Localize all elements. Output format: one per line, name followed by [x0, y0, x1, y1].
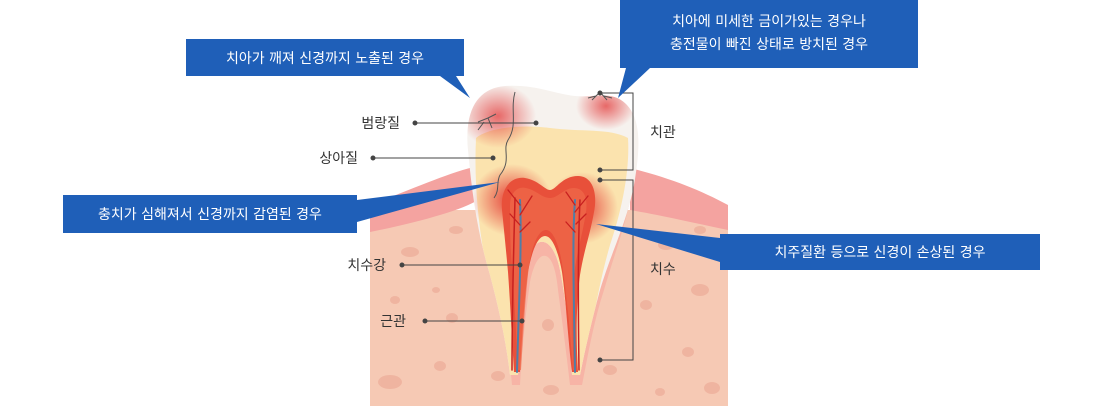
nerves: [507, 189, 589, 373]
callout-fine-crack-text-1: 치아에 미세한 금이가있는 경우나: [672, 14, 866, 30]
callout-periodontal: 치주질환 등으로 신경이 손상된 경우: [596, 224, 1040, 270]
leader-lines: [370, 120, 539, 324]
label-crown: 치관: [650, 125, 676, 141]
callout-fine-crack-text-2: 충전물이 빠진 상태로 방치된 경우: [670, 37, 868, 53]
pulp-inner: [510, 187, 587, 370]
callout-fine-crack: 치아에 미세한 금이가있는 경우나 충전물이 빠진 상태로 방치된 경우: [618, 0, 918, 98]
label-root-canal: 근관: [380, 314, 406, 330]
label-dentin: 상아질: [319, 151, 358, 167]
inflamed-crown-left: [467, 85, 536, 148]
callout-caries-infection-text: 충치가 심해져서 신경까지 감염된 경우: [98, 207, 322, 223]
bone-texture: [378, 226, 720, 396]
callout-crack-exposed: 치아가 깨져 신경까지 노출된 경우: [186, 39, 470, 98]
label-root: 치수: [650, 262, 676, 278]
callout-crack-exposed-text: 치아가 깨져 신경까지 노출된 경우: [226, 51, 424, 67]
callout-caries-infection: 충치가 심해져서 신경까지 감염된 경우: [63, 182, 500, 233]
gum-right: [630, 168, 728, 230]
callout-periodontal-text: 치주질환 등으로 신경이 손상된 경우: [775, 245, 986, 261]
bracket-crown: [597, 90, 634, 173]
bracket-root: [597, 177, 634, 363]
label-enamel: 범랑질: [361, 116, 400, 132]
label-pulp-cavity: 치수강: [347, 258, 386, 274]
